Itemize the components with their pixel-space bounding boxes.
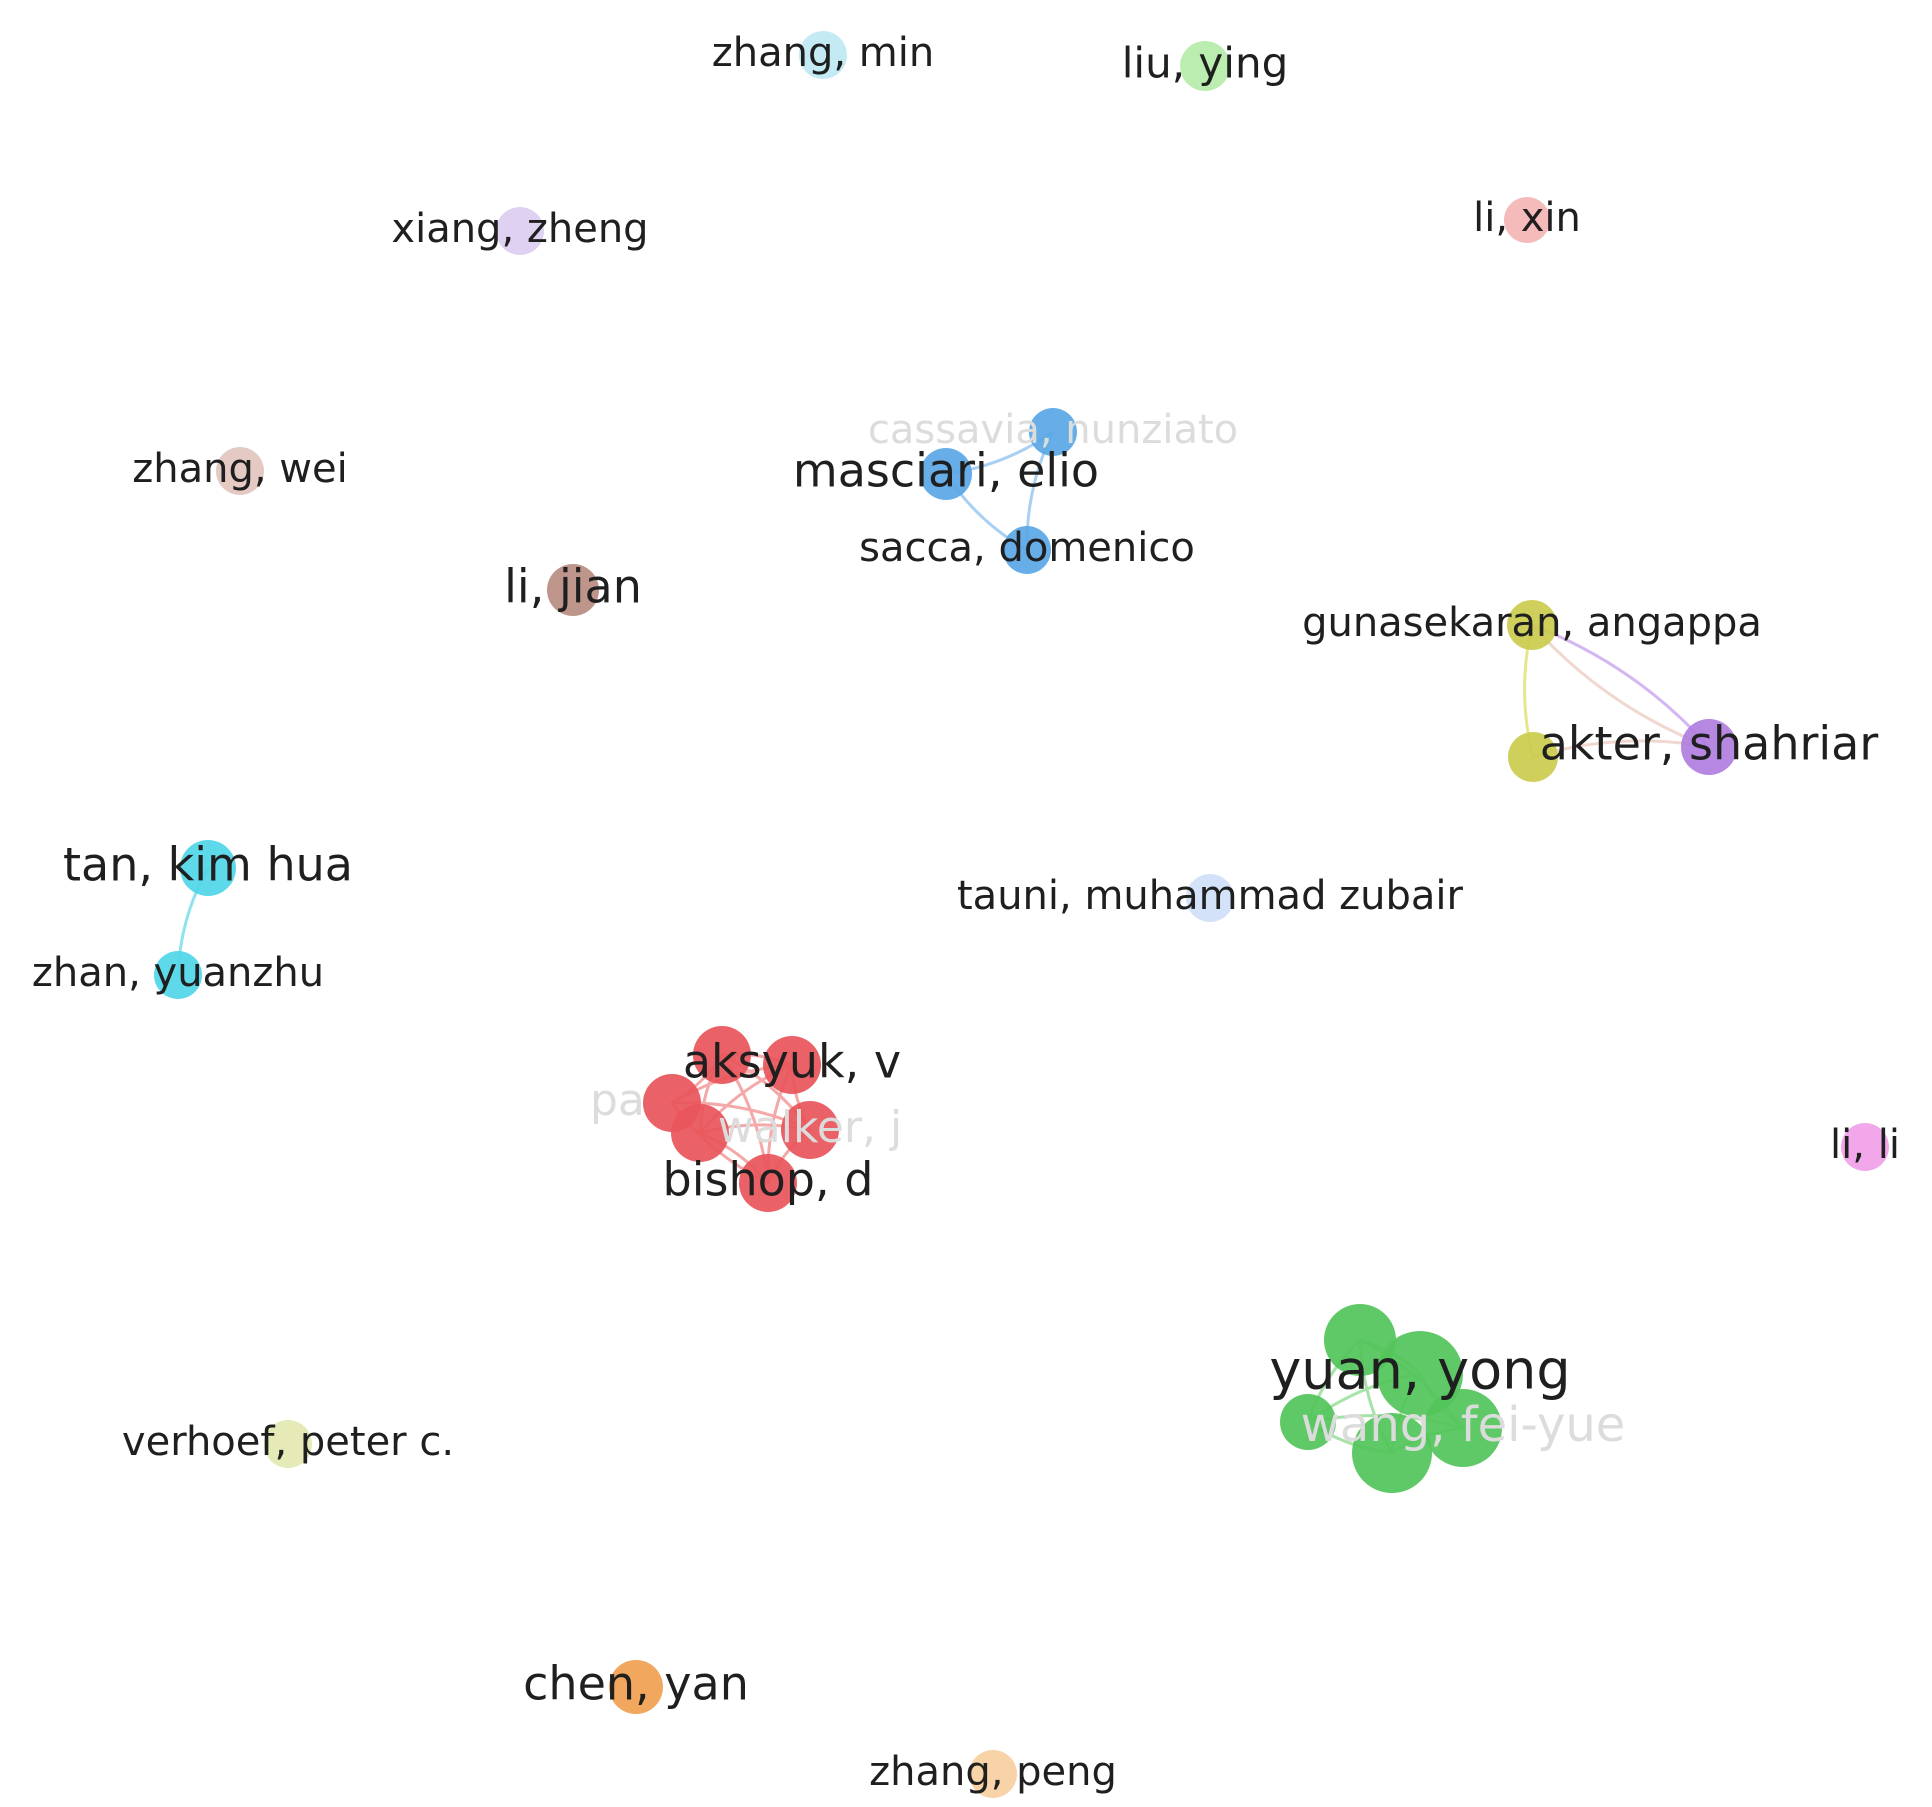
network-node-green-1[interactable] bbox=[1324, 1304, 1396, 1376]
nodes-layer bbox=[154, 31, 1889, 1798]
node-label-wang-fei-yue: wang, fei-yue bbox=[1301, 1397, 1626, 1453]
node-label-bishop-d: bishop, d bbox=[663, 1153, 874, 1207]
node-label-xiang-zheng: xiang, zheng bbox=[391, 206, 648, 252]
node-label-yuan-yong: yuan, yong bbox=[1269, 1339, 1570, 1402]
network-node-zhang-peng[interactable] bbox=[969, 1750, 1017, 1798]
network-node-liu-ying[interactable] bbox=[1180, 41, 1230, 91]
node-label-liu-ying: liu, ying bbox=[1122, 39, 1288, 88]
node-label-zhan-yuanzhu: zhan, yuanzhu bbox=[32, 950, 324, 996]
node-label-li-li: li, li bbox=[1830, 1122, 1900, 1168]
network-node-gunasekaran-angappa[interactable] bbox=[1507, 600, 1557, 650]
node-label-zhang-wei: zhang, wei bbox=[132, 446, 347, 492]
network-node-li-xin[interactable] bbox=[1504, 197, 1550, 243]
network-node-tauni-muhammad-zubair[interactable] bbox=[1186, 874, 1234, 922]
network-node-li-jian[interactable] bbox=[547, 564, 599, 616]
node-label-verhoef-peter-c: verhoef, peter c. bbox=[122, 1419, 454, 1465]
network-node-aksyuk-v[interactable] bbox=[763, 1036, 821, 1094]
network-node-sacca-domenico[interactable] bbox=[1003, 526, 1051, 574]
network-node-verhoef-peter-c[interactable] bbox=[264, 1420, 312, 1468]
network-node-wang-fei-yue[interactable] bbox=[1424, 1389, 1502, 1467]
network-node-akter-shahriar[interactable] bbox=[1681, 719, 1737, 775]
network-node-zhang-min[interactable] bbox=[799, 31, 847, 79]
network-node-green-2[interactable] bbox=[1280, 1394, 1336, 1450]
node-label-chen-yan: chen, yan bbox=[523, 1657, 749, 1711]
node-label-gunasekaran-angappa: gunasekaran, angappa bbox=[1302, 600, 1762, 646]
node-label-tan-kim-hua: tan, kim hua bbox=[63, 838, 353, 892]
network-node-tan-kim-hua[interactable] bbox=[180, 840, 236, 896]
node-label-masciari-elio: masciari, elio bbox=[793, 444, 1099, 498]
network-node-papi[interactable] bbox=[643, 1074, 701, 1132]
network-node-walker-j[interactable] bbox=[781, 1101, 839, 1159]
network-node-akter-yellow[interactable] bbox=[1508, 732, 1558, 782]
network-node-zhang-wei[interactable] bbox=[216, 447, 264, 495]
edges-layer bbox=[176, 430, 1711, 1455]
node-label-li-xin: li, xin bbox=[1473, 195, 1581, 241]
node-label-walker-j: walker, j bbox=[718, 1102, 902, 1153]
network-node-li-li[interactable] bbox=[1841, 1123, 1889, 1171]
network-node-green-3[interactable] bbox=[1352, 1413, 1432, 1493]
network-node-cassavia-nunziato[interactable] bbox=[1029, 408, 1077, 456]
node-label-aksyuk-v: aksyuk, v bbox=[683, 1035, 901, 1089]
node-label-zhang-min: zhang, min bbox=[712, 30, 934, 76]
node-label-zhang-peng: zhang, peng bbox=[869, 1749, 1117, 1795]
network-node-xiang-zheng[interactable] bbox=[496, 207, 544, 255]
network-node-red-1[interactable] bbox=[693, 1026, 751, 1084]
node-label-sacca-domenico: sacca, domenico bbox=[859, 525, 1195, 571]
node-label-cassavia-nunziato: cassavia, nunziato bbox=[868, 407, 1238, 453]
node-label-tauni-muhammad-zubair: tauni, muhammad zubair bbox=[957, 873, 1464, 919]
node-label-akter-shahriar: akter, shahriar bbox=[1540, 717, 1879, 771]
labels-layer: zhang, min liu, ying xiang, zheng li, xin ca… bbox=[32, 30, 1900, 1795]
node-label-papi: pa bbox=[590, 1075, 645, 1126]
node-label-li-jian: li, jian bbox=[504, 560, 642, 614]
network-node-chen-yan[interactable] bbox=[609, 1660, 663, 1714]
network-node-bishop-d[interactable] bbox=[739, 1154, 797, 1212]
network-node-masciari-elio[interactable] bbox=[920, 448, 972, 500]
network-node-zhan-yuanzhu[interactable] bbox=[154, 951, 202, 999]
